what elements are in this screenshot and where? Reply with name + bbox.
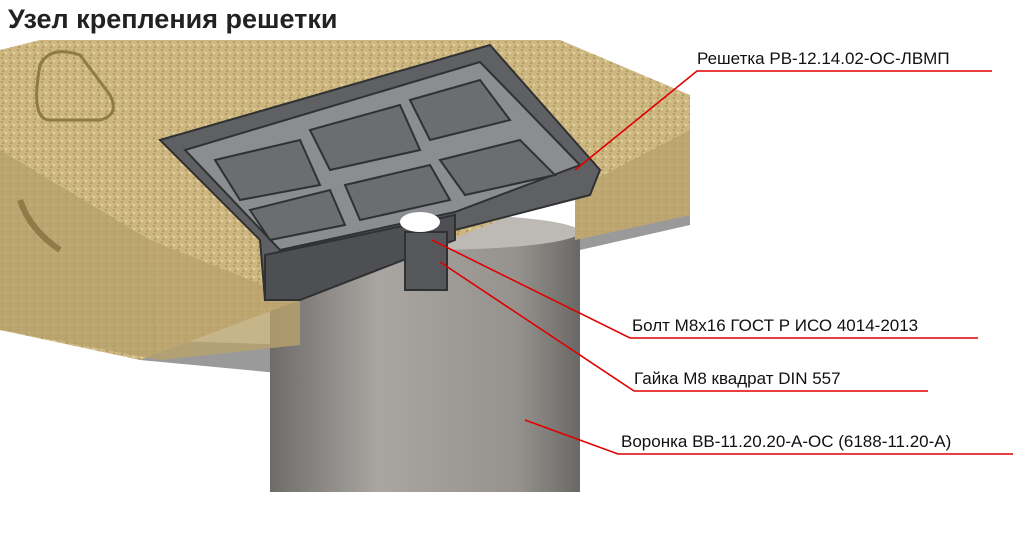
grating <box>158 43 602 302</box>
leader-lines <box>431 70 1013 455</box>
callout-grating: Решетка РВ-12.14.02-ОС-ЛВМП <box>697 49 950 68</box>
callout-nut: Гайка М8 квадрат DIN 557 <box>634 369 841 388</box>
callout-bolt: Болт М8х16 ГОСТ Р ИСО 4014-2013 <box>632 316 919 335</box>
callout-funnel: Воронка ВВ-11.20.20-А-ОС (6188-11.20-А) <box>621 432 952 451</box>
page-title: Узел крепления решетки <box>8 4 338 34</box>
